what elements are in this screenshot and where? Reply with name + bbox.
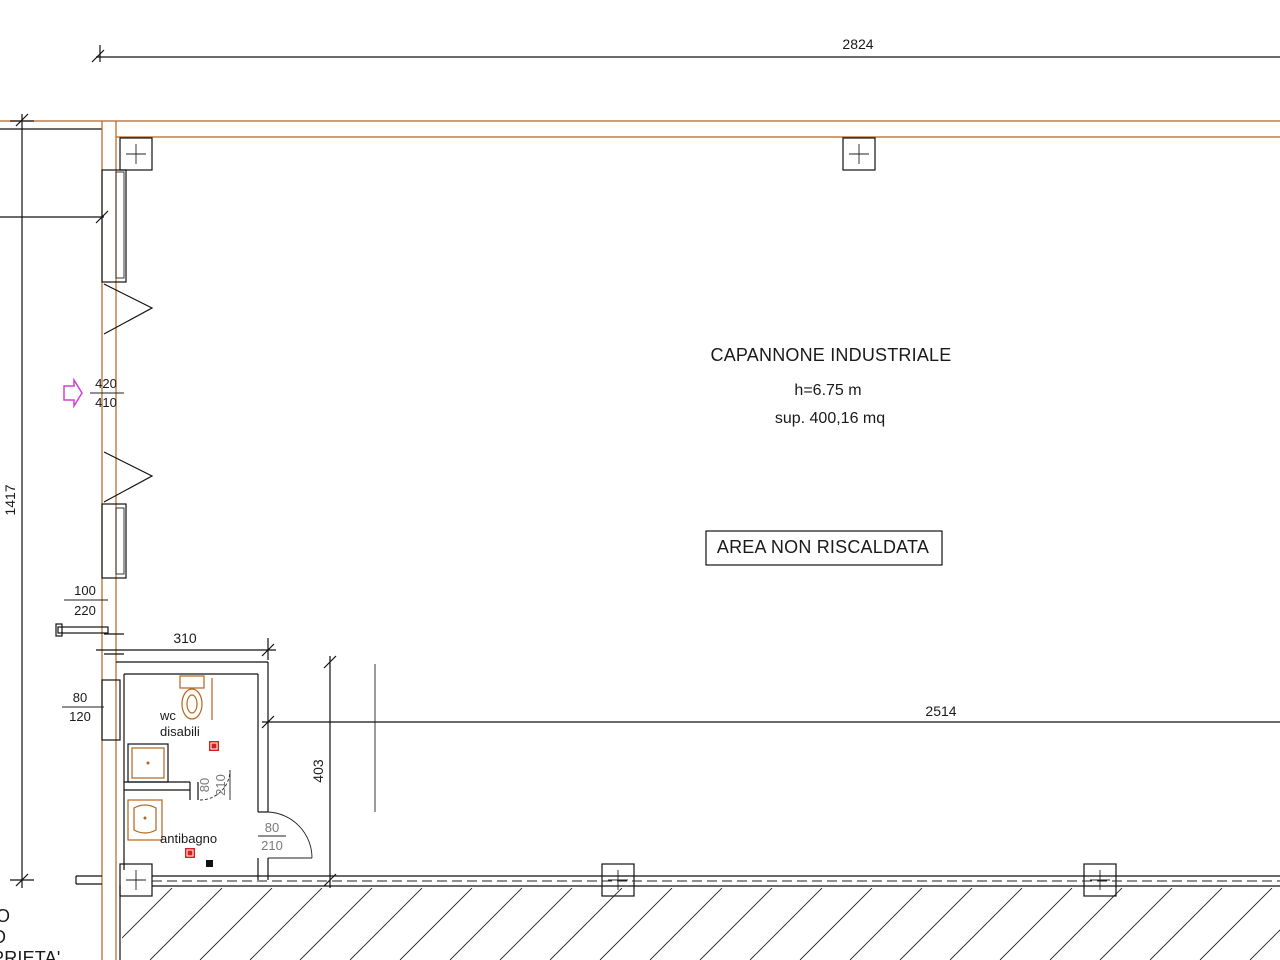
column-bottom-middle bbox=[601, 863, 635, 897]
hatch-line bbox=[1249, 929, 1280, 960]
window-label-3-bottom: 120 bbox=[69, 709, 91, 724]
hatch-line bbox=[299, 888, 373, 960]
bathroom-block: 310 80 120 wc disabili bbox=[62, 630, 313, 880]
column-bottom-left bbox=[119, 863, 153, 897]
hatch-line bbox=[899, 888, 973, 960]
door-label-2: 80 210 bbox=[258, 820, 286, 853]
window-label-1: 420 410 bbox=[90, 376, 124, 410]
window-label-1-bottom: 410 bbox=[95, 395, 117, 410]
window-upper-left bbox=[101, 169, 127, 283]
window-label-1-top: 420 bbox=[95, 376, 117, 391]
room-labels: CAPANNONE INDUSTRIALE h=6.75 m sup. 400,… bbox=[705, 345, 952, 566]
door-label-2-top: 80 bbox=[265, 820, 279, 835]
hatch-line bbox=[749, 888, 823, 960]
hatch-line bbox=[549, 888, 623, 960]
hatch-line bbox=[122, 888, 173, 939]
shower-icon bbox=[127, 743, 169, 783]
side-door bbox=[55, 623, 124, 655]
dimension-inner-width-label: 2514 bbox=[925, 703, 956, 719]
hatch-line bbox=[1149, 888, 1223, 960]
sectional-door bbox=[101, 283, 154, 579]
dimension-left-label: 1417 bbox=[2, 484, 18, 515]
antibagno-label: antibagno bbox=[160, 831, 217, 846]
edge-text-line-3: PRIETA' bbox=[0, 948, 61, 960]
edge-text-line-1: O bbox=[0, 906, 10, 926]
window-label-2-top: 100 bbox=[74, 583, 96, 598]
outer-wall-bottom bbox=[75, 875, 1280, 887]
door-swing-external bbox=[267, 811, 313, 859]
marker-wc-icon bbox=[209, 741, 219, 751]
hatch-line bbox=[949, 888, 1023, 960]
door-swing-internal bbox=[199, 769, 231, 801]
hatch-line bbox=[122, 888, 123, 889]
room-surface: sup. 400,16 mq bbox=[775, 410, 885, 427]
room-note: AREA NON RISCALDATA bbox=[717, 537, 929, 557]
door-label-2-bottom: 210 bbox=[261, 838, 283, 853]
door-label-1: 80 210 bbox=[197, 774, 228, 796]
dimension-inner-height: 403 bbox=[310, 655, 337, 888]
dimension-left: 1417 bbox=[0, 113, 109, 888]
window-label-2-bottom: 220 bbox=[74, 603, 96, 618]
hatch-line bbox=[599, 888, 673, 960]
column-top-left bbox=[119, 137, 153, 171]
outer-wall-top bbox=[0, 120, 1280, 138]
window-label-2: 100 220 bbox=[64, 583, 108, 618]
hatch-line bbox=[1049, 888, 1123, 960]
hatch-line bbox=[1199, 888, 1273, 960]
door-label-1-top: 80 bbox=[197, 778, 212, 792]
hatched-area bbox=[122, 888, 1280, 960]
hatch-line bbox=[999, 888, 1073, 960]
column-top-middle bbox=[842, 137, 876, 171]
edge-text-line-2: O bbox=[0, 927, 6, 947]
outer-wall-left bbox=[101, 121, 121, 960]
dimension-top-label: 2824 bbox=[842, 36, 873, 52]
hatch-line bbox=[449, 888, 523, 960]
room-height: h=6.75 m bbox=[794, 382, 861, 399]
wc-label-1: wc bbox=[159, 708, 176, 723]
window-label-3-top: 80 bbox=[73, 690, 87, 705]
entrance-arrow-icon bbox=[63, 377, 83, 409]
hatch-line bbox=[149, 888, 223, 960]
hatch-line bbox=[499, 888, 573, 960]
toilet-icon bbox=[179, 675, 213, 720]
room-name: CAPANNONE INDUSTRIALE bbox=[711, 345, 952, 365]
edge-text: O O PRIETA' bbox=[0, 906, 61, 960]
wc-label-2: disabili bbox=[160, 724, 200, 739]
dimension-inner-width: 2514 bbox=[261, 664, 1280, 812]
hatch-line bbox=[199, 888, 273, 960]
hatch-line bbox=[649, 888, 723, 960]
dimension-inner-height-label: 403 bbox=[310, 759, 326, 783]
hatch-line bbox=[799, 888, 873, 960]
marker-antibagno-icon bbox=[185, 848, 195, 858]
hatch-line bbox=[849, 888, 923, 960]
hatch-line bbox=[349, 888, 423, 960]
column-bottom-right bbox=[1083, 863, 1117, 897]
door-label-1-bottom: 210 bbox=[213, 774, 228, 796]
bathroom-width-label: 310 bbox=[173, 630, 197, 646]
dimension-top: 2824 bbox=[91, 36, 1280, 63]
sink-icon bbox=[127, 799, 163, 841]
hatch-line bbox=[399, 888, 473, 960]
hatch-line bbox=[1099, 888, 1173, 960]
hatch-line bbox=[699, 888, 773, 960]
hatch-line bbox=[249, 888, 323, 960]
drain-icon bbox=[206, 860, 213, 867]
